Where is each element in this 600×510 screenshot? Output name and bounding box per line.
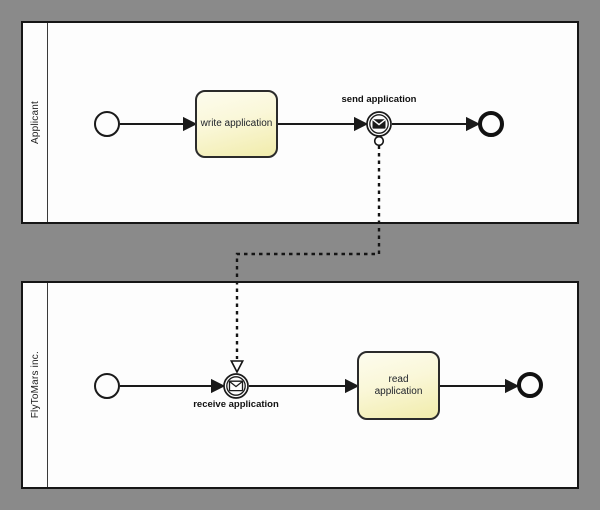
message-filled-envelope-icon [372, 118, 386, 129]
receive-application-catch-event[interactable] [223, 373, 249, 399]
message-outline-envelope-icon [228, 380, 244, 392]
write-application-task-label: write application [200, 118, 273, 130]
pool-applicant-name: Applicant [29, 101, 41, 144]
start-event-flytomars[interactable] [94, 373, 120, 399]
receive-application-event-label: receive application [193, 399, 279, 410]
pool-flytomars-name: FlyToMars inc. [29, 351, 41, 419]
send-application-event-label: send application [341, 94, 417, 105]
read-application-task-label: read application [374, 374, 423, 397]
read-application-task[interactable]: read application [357, 351, 440, 420]
end-event-flytomars[interactable] [517, 372, 543, 398]
end-event-applicant[interactable] [478, 111, 504, 137]
pool-applicant-label-lane[interactable]: Applicant [23, 23, 48, 222]
start-event-applicant[interactable] [94, 111, 120, 137]
write-application-task[interactable]: write application [195, 90, 278, 158]
send-application-throw-event[interactable] [366, 111, 392, 137]
pool-flytomars-label-lane[interactable]: FlyToMars inc. [23, 283, 48, 487]
